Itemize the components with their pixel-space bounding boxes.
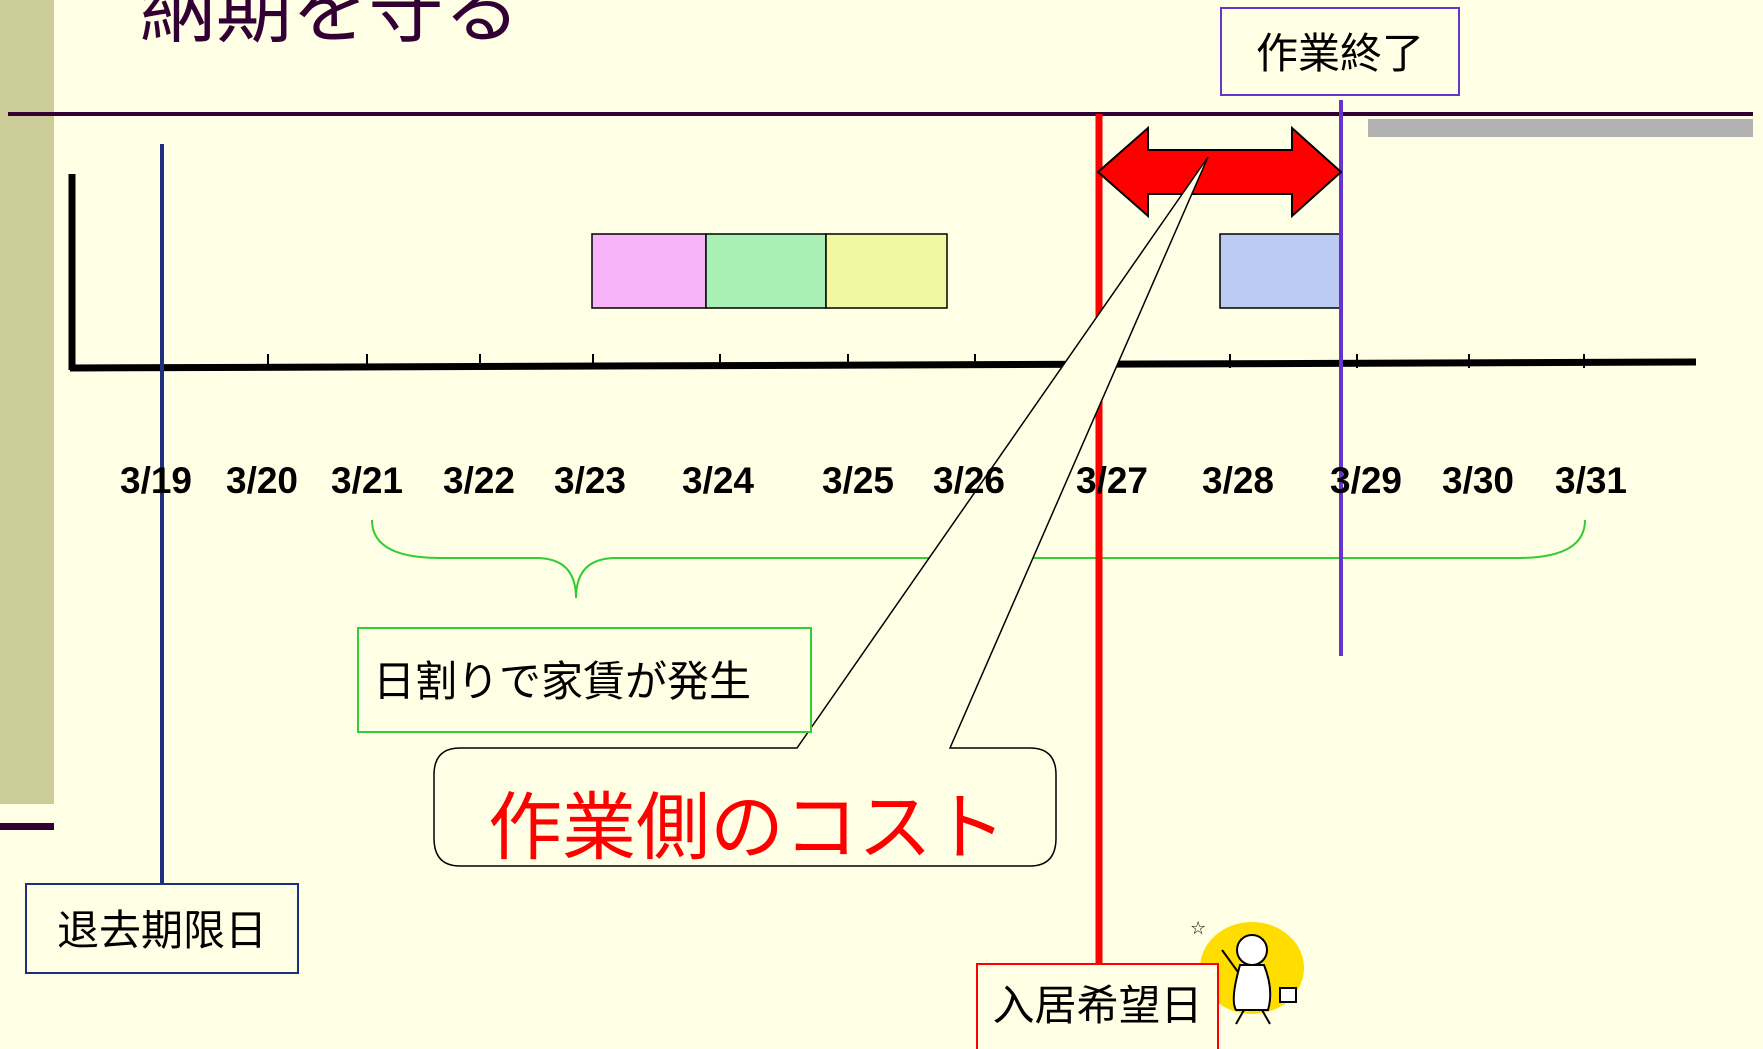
tick-label: 3/30 — [1442, 460, 1515, 501]
move-out-deadline-label: 退去期限日 — [25, 883, 299, 974]
task-bar — [825, 233, 948, 309]
tick-label: 3/23 — [554, 460, 627, 501]
tick-label: 3/31 — [1555, 460, 1628, 501]
tick-label: 3/22 — [443, 460, 516, 501]
work-end-label: 作業終了 — [1220, 7, 1460, 96]
daily-rent-label: 日割りで家賃が発生 — [357, 627, 812, 733]
task-bar — [1219, 233, 1342, 309]
tick-label: 3/29 — [1330, 460, 1403, 501]
x-axis — [69, 358, 1697, 372]
move-in-date-label: 入居希望日 — [976, 963, 1219, 1049]
tick-label: 3/20 — [226, 460, 299, 501]
callout-text: 作業側のコスト — [488, 785, 1006, 871]
tick-label: 3/25 — [822, 460, 895, 501]
tick-label: 3/24 — [682, 460, 755, 501]
tick-label: 3/28 — [1202, 460, 1275, 501]
slide-title: 納期を守る — [140, 0, 520, 54]
title-rule — [8, 112, 1753, 116]
sidebar-accent — [0, 0, 54, 804]
person-illustration: ☆ — [1190, 918, 1304, 1025]
rent-period-brace — [371, 519, 1586, 599]
tick-label: 3/26 — [933, 460, 1006, 501]
svg-text:☆: ☆ — [1190, 918, 1206, 939]
double-arrow — [1096, 125, 1343, 219]
tick-label: 3/27 — [1076, 460, 1149, 501]
task-bar — [705, 233, 827, 309]
task-bars — [591, 233, 1342, 309]
task-bar — [591, 233, 707, 309]
tick-label: 3/21 — [331, 460, 404, 501]
callout-bubble — [433, 156, 1209, 867]
gray-accent-bar — [1368, 119, 1753, 137]
sidebar-accent-base — [0, 823, 54, 830]
tick-label: 3/19 — [120, 460, 193, 501]
